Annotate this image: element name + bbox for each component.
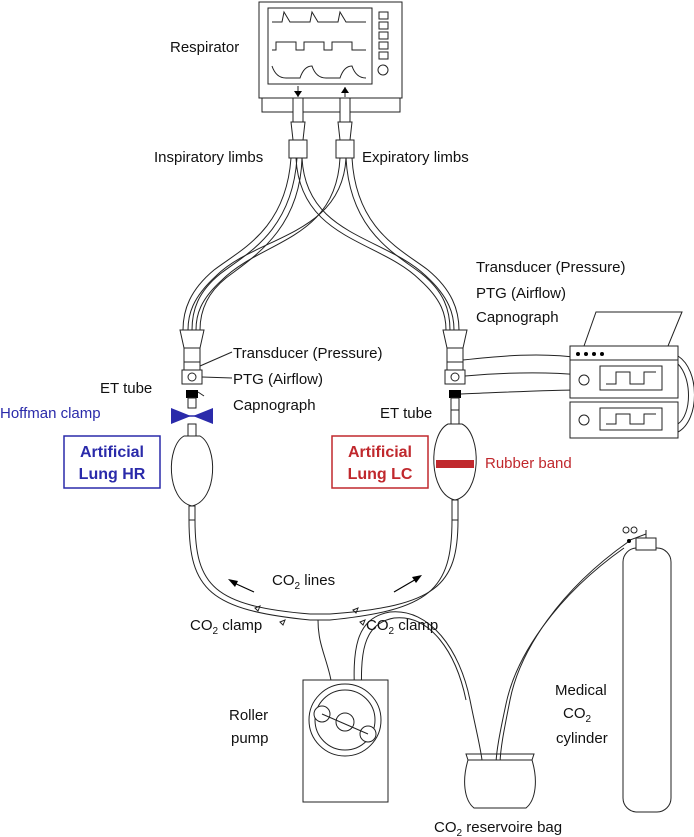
co2-lines (188, 519, 483, 761)
co2-lines-label: CO2 lines (272, 572, 335, 592)
respirator-label: Respirator (170, 39, 239, 56)
artificial-lung-hr-box: Artificial Lung HR (63, 435, 161, 489)
artificial-lung-lc-box: Artificial Lung LC (331, 435, 429, 489)
ventilator-tubing (182, 157, 460, 331)
hoffman-clamp (171, 408, 213, 424)
co2-cylinder (495, 526, 672, 813)
co2-reservoir-sub: 2 (457, 828, 463, 837)
artificial-lung-hr-line2: Lung HR (79, 466, 146, 483)
medical-co2-prefix: CO (563, 705, 586, 722)
co2-lines-sub: 2 (295, 581, 301, 592)
co2-clamp-right-sub: 2 (389, 626, 395, 637)
hoffman-clamp-label: Hoffman clamp (0, 405, 101, 422)
roller-pump-line2: pump (231, 730, 269, 747)
co2-reservoir-prefix: CO (434, 819, 457, 836)
artificial-lung-hr (170, 423, 214, 521)
ptg-left-label: PTG (Airflow) (233, 371, 323, 388)
medical-line1: Medical (555, 682, 607, 699)
inspiratory-limbs-label: Inspiratory limbs (154, 149, 263, 166)
co2-clamp-left-suffix: clamp (218, 617, 262, 634)
transducer-left-label: Transducer (Pressure) (233, 345, 383, 362)
right-circuit (442, 329, 583, 411)
medical-line2: CO2 (563, 705, 592, 725)
co2-clamp-right-suffix: clamp (394, 617, 438, 634)
co2-clamp-left-label: CO2 clamp (190, 617, 262, 637)
capnograph-left-label: Capnograph (233, 397, 316, 414)
transducer-right-label: Transducer (Pressure) (476, 259, 626, 276)
roller-pump-line1: Roller (229, 707, 268, 724)
co2-flow-arrows (228, 575, 422, 593)
co2-clamp-right-prefix: CO (366, 617, 389, 634)
monitor-stack (569, 311, 694, 439)
co2-reservoir-label: CO2 reservoire bag (434, 819, 562, 837)
rubber-band-label: Rubber band (485, 455, 572, 472)
artificial-lung-lc-line1: Artificial (348, 444, 412, 461)
co2-clamp-left-prefix: CO (190, 617, 213, 634)
co2-clamp-left-sub: 2 (213, 626, 219, 637)
respirator (258, 1, 403, 113)
artificial-lung-lc (433, 409, 477, 521)
co2-clamp-right-label: CO2 clamp (366, 617, 438, 637)
roller-pump (302, 679, 389, 803)
respirator-connectors (288, 97, 355, 159)
co2-reservoir-suffix: reservoire bag (462, 819, 562, 836)
ptg-right-label: PTG (Airflow) (476, 285, 566, 302)
medical-line3: cylinder (556, 730, 608, 747)
co2-lines-suffix: lines (300, 572, 335, 589)
capnograph-right-label: Capnograph (476, 309, 559, 326)
co2-lines-prefix: CO (272, 572, 295, 589)
et-tube-left-label: ET tube (100, 380, 152, 397)
artificial-lung-hr-line1: Artificial (80, 444, 144, 461)
left-circuit (179, 329, 233, 409)
artificial-lung-lc-line2: Lung LC (348, 466, 413, 483)
medical-co2-sub: 2 (586, 714, 592, 725)
et-tube-right-label: ET tube (380, 405, 432, 422)
co2-clamp-markers (254, 605, 366, 626)
co2-reservoir-bag (464, 753, 536, 809)
expiratory-limbs-label: Expiratory limbs (362, 149, 469, 166)
